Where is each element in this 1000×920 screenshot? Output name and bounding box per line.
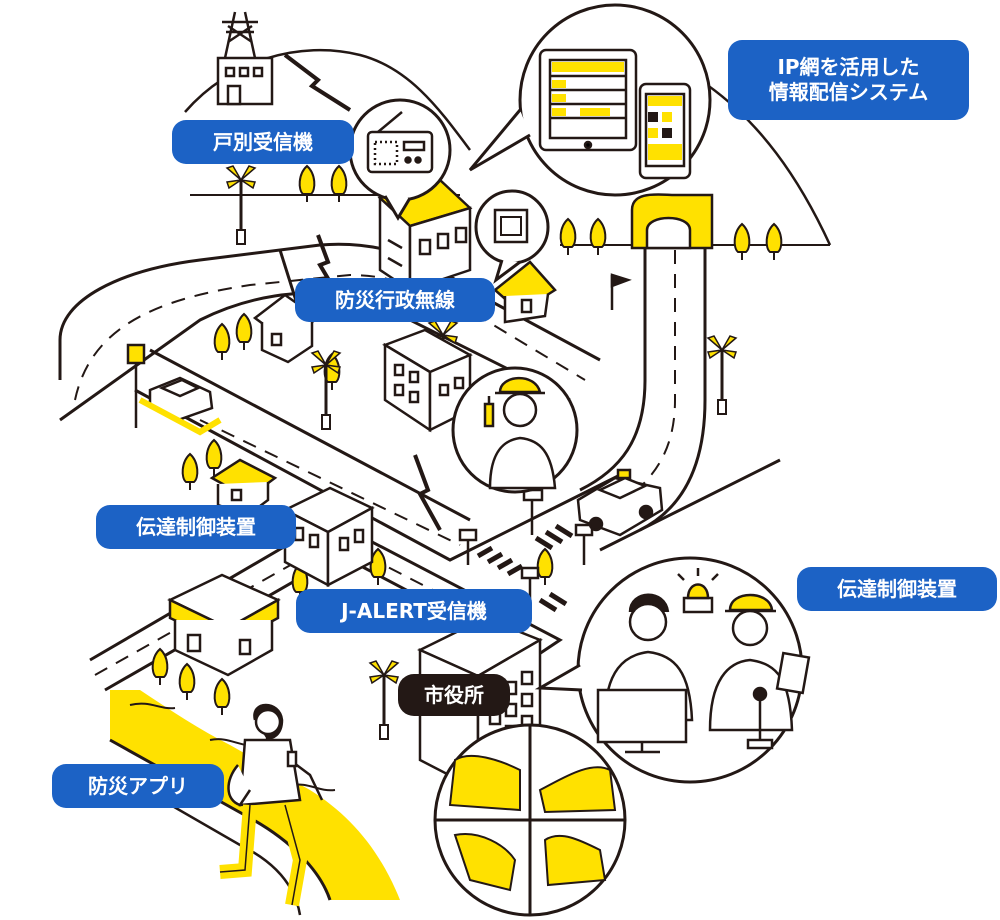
transmission-control-right-label: 伝達制御装置 [797, 567, 997, 611]
tunnel [630, 193, 714, 250]
worker-bubble [451, 366, 579, 494]
transmission-control-left-label: 伝達制御装置 [96, 505, 296, 549]
car-icon [138, 376, 664, 537]
person-walking-icon [219, 703, 324, 907]
disaster-radio-label: 防災行政無線 [295, 278, 495, 322]
monitor-icon [596, 688, 688, 754]
house-left [252, 293, 321, 364]
radio-tower-icon [216, 11, 274, 106]
siren-light-icon [677, 568, 719, 614]
crosswalk [476, 523, 574, 613]
operators-bubble [534, 556, 811, 784]
hill-right [699, 78, 832, 246]
radio-receiver-icon [366, 111, 434, 174]
store-building [167, 573, 281, 677]
ip-system-label-line1: IP網を活用した [777, 55, 920, 79]
radio-receiver-bubble [348, 98, 452, 221]
smartphone-icon [638, 82, 692, 180]
ip-system-label: IP網を活用した 情報配信システム [728, 40, 969, 120]
city-hall-label: 市役所 [398, 674, 510, 716]
building-middle [282, 486, 375, 588]
disaster-scenes-bubble [433, 723, 627, 917]
tablet-icon [538, 48, 638, 152]
jalert-receiver-label: J-ALERT受信機 [296, 589, 532, 633]
ip-system-bubble [468, 3, 712, 197]
house-right [493, 260, 557, 324]
device-box-bubble [474, 189, 550, 284]
microphone-icon [746, 686, 774, 750]
disaster-app-label: 防災アプリ [52, 764, 224, 808]
flag-icon [126, 273, 632, 605]
household-receiver-label: 戸別受信機 [172, 120, 354, 164]
worker-icon [483, 376, 557, 490]
ip-system-label-line2: 情報配信システム [768, 80, 929, 104]
